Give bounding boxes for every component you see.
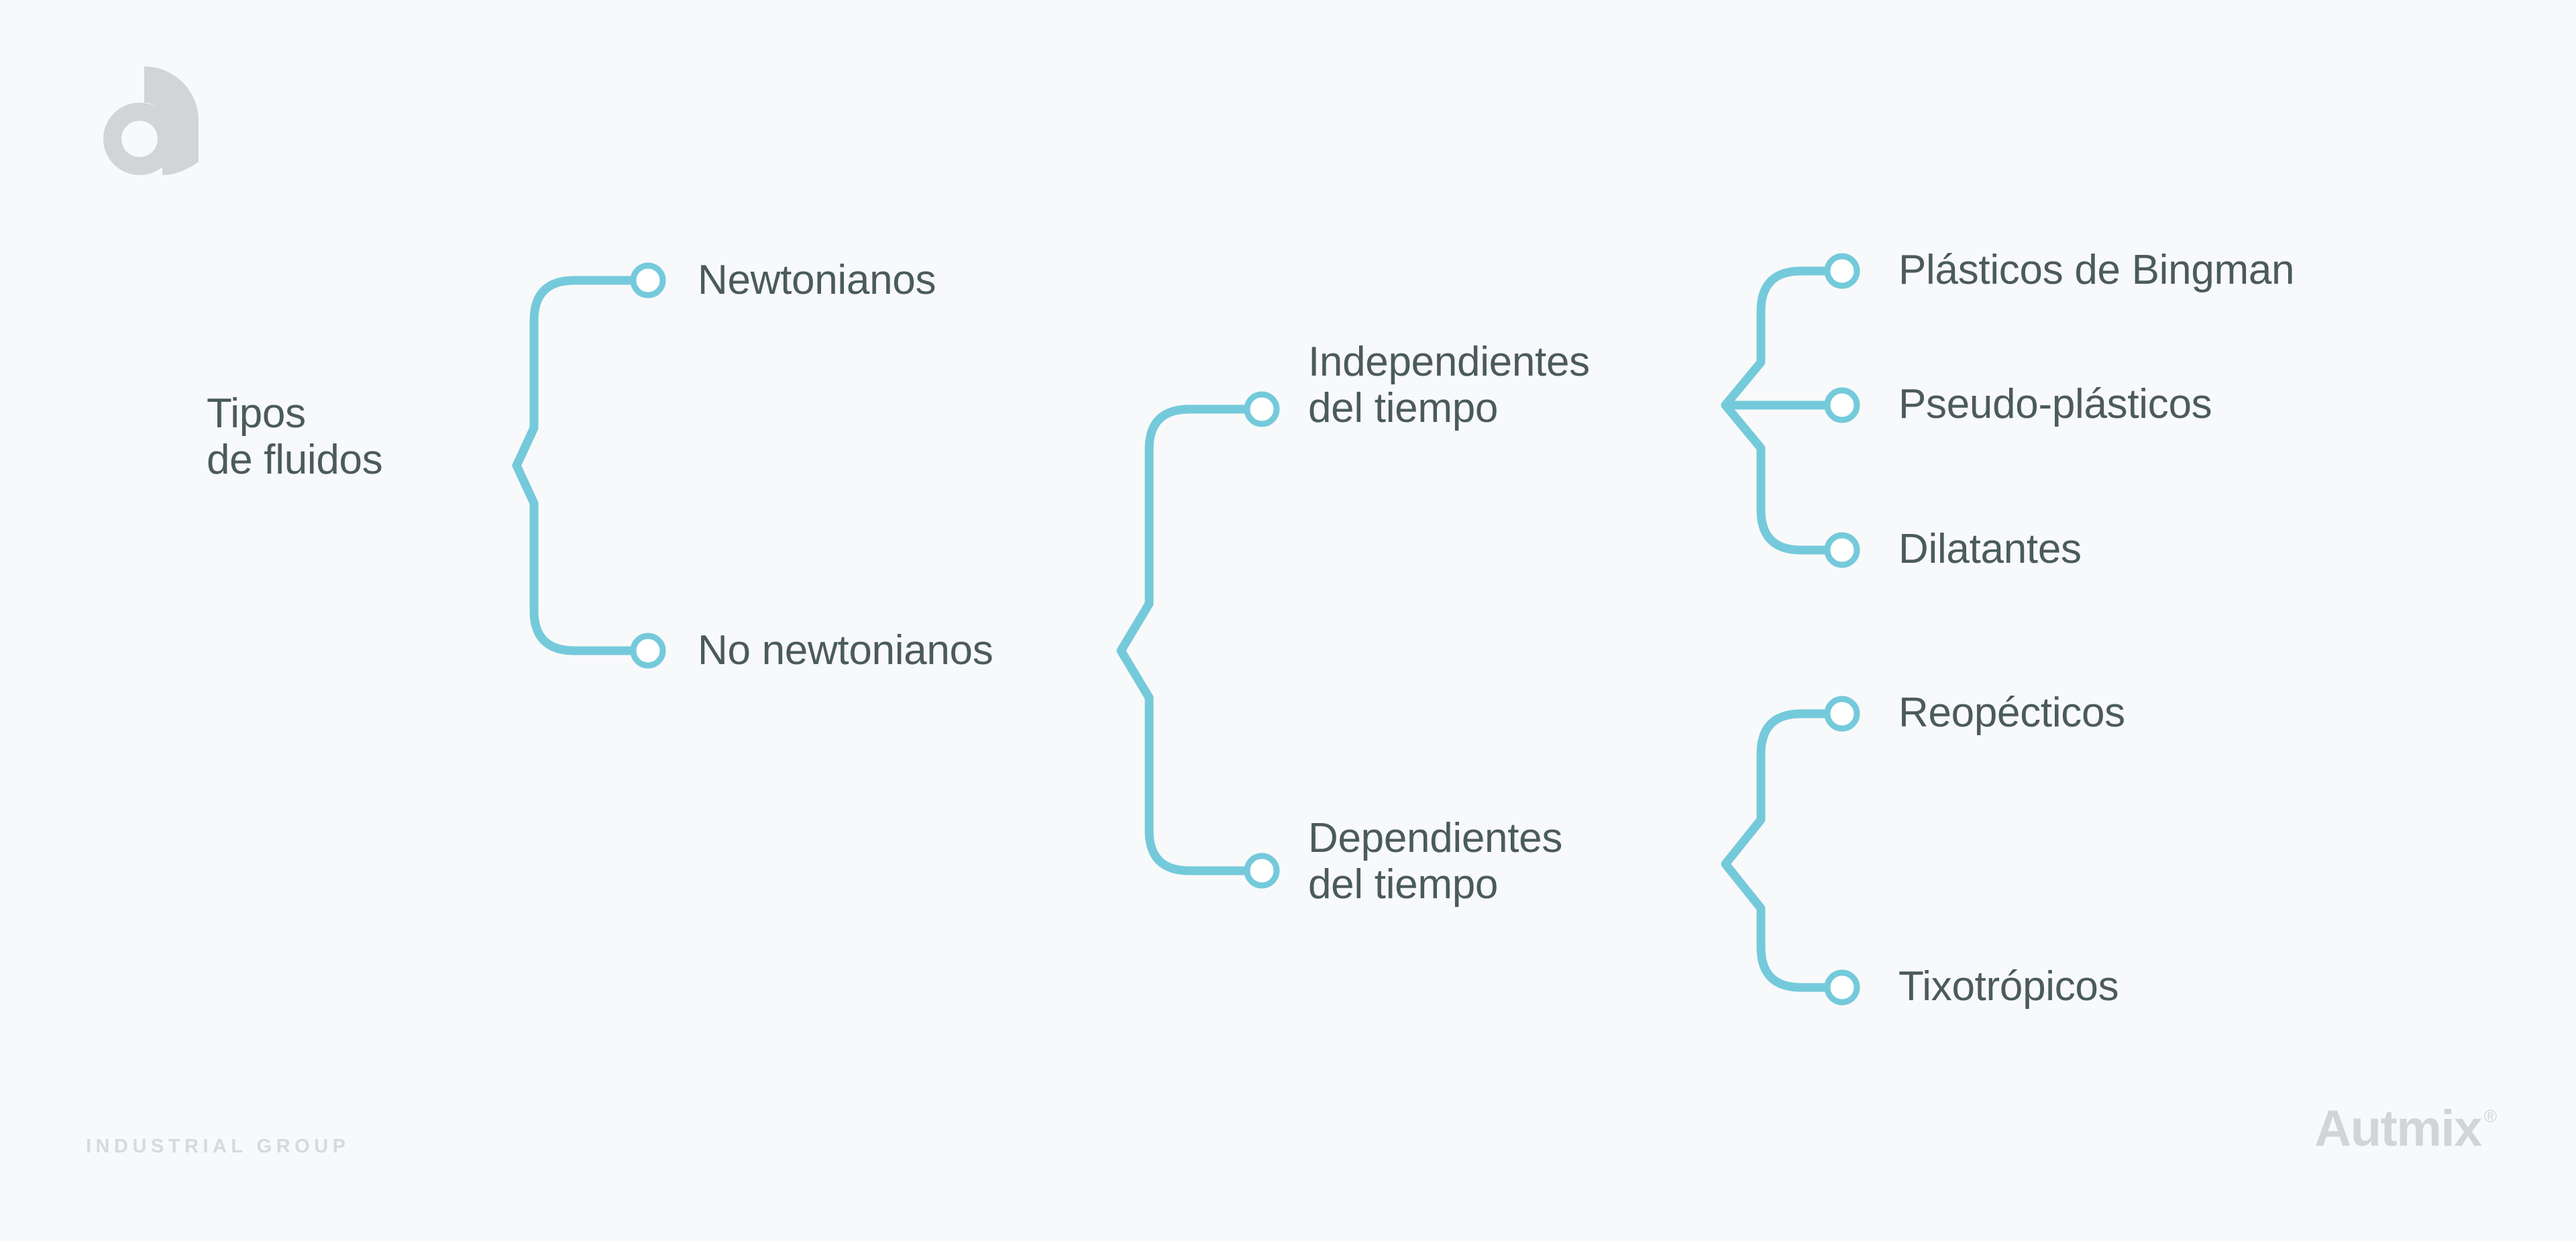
node-dot-no-newtonianos[interactable] <box>630 633 666 669</box>
node-label-dilatantes: Dilatantes <box>1898 526 2082 572</box>
node-label-no-newtonianos: No newtonianos <box>698 627 994 673</box>
node-label-root: Tipos de fluidos <box>207 390 383 484</box>
node-label-plasticos-bingman: Plásticos de Bingman <box>1898 247 2295 293</box>
node-dot-plasticos-bingman[interactable] <box>1824 253 1860 289</box>
node-dot-reopecticos[interactable] <box>1824 696 1860 732</box>
node-label-reopecticos: Reopécticos <box>1898 690 2125 736</box>
node-label-dependientes: Dependientes del tiempo <box>1308 815 1563 908</box>
brace-root <box>512 276 649 655</box>
node-dot-newtonianos[interactable] <box>630 262 666 299</box>
brace-no-newtonianos <box>1116 404 1263 875</box>
node-dot-independientes[interactable] <box>1244 391 1280 427</box>
node-dot-pseudo-plasticos[interactable] <box>1824 387 1860 423</box>
node-dot-dilatantes[interactable] <box>1824 532 1860 568</box>
brace-independientes <box>1721 266 1843 555</box>
footer-tagline: INDUSTRIAL GROUP <box>86 1136 350 1157</box>
node-label-newtonianos: Newtonianos <box>698 257 936 303</box>
node-label-pseudo-plasticos: Pseudo-plásticos <box>1898 381 2212 427</box>
node-dot-dependientes[interactable] <box>1244 853 1280 889</box>
node-label-independientes: Independientes del tiempo <box>1308 339 1590 432</box>
autmix-wordmark: Autmix ® <box>2314 1103 2497 1154</box>
node-dot-tixotropicos[interactable] <box>1824 969 1860 1006</box>
autmix-monogram-icon <box>80 57 208 184</box>
node-label-tixotropicos: Tixotrópicos <box>1898 963 2119 1010</box>
registered-trademark-icon: ® <box>2483 1106 2497 1126</box>
autmix-wordmark-text: Autmix <box>2314 1100 2482 1157</box>
brace-dependientes <box>1721 709 1843 992</box>
